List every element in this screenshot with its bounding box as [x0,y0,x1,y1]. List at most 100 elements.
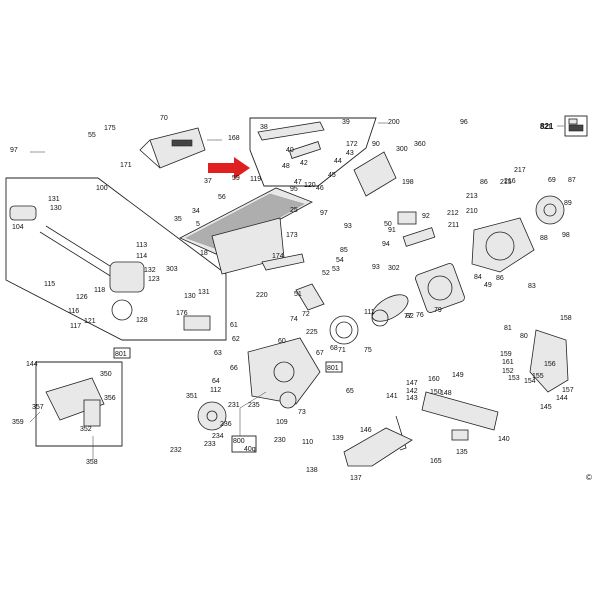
part-number-200: 200 [388,119,400,126]
part-number-359: 359 [12,419,24,426]
part-number-220: 220 [256,292,268,299]
part-number-110: 110 [302,439,313,446]
part-number-75: 75 [364,347,372,354]
part-number-351: 351 [186,393,198,400]
part-number-117: 117 [70,323,81,330]
part-number-5: 5 [196,221,200,228]
part-number-72: 72 [302,311,310,318]
part-number-74: 74 [290,316,298,323]
part-number-111: 111 [364,309,375,316]
part-number-71: 71 [338,347,346,354]
part-number-160: 160 [428,376,440,383]
highlight-arrow [208,157,250,179]
part-number-39: 39 [342,119,350,126]
part-number-70: 70 [160,115,168,122]
part-number-137: 137 [350,475,362,482]
part-number-174: 174 [272,253,284,260]
part-number-89: 89 [564,200,572,207]
part-number-138: 138 [306,467,318,474]
part-number-360: 360 [414,141,426,148]
part-number-233: 233 [204,441,216,448]
part-number-235: 235 [248,402,260,409]
part-number-230: 230 [274,437,286,444]
part-number-73: 73 [298,409,306,416]
part-number-42: 42 [300,160,308,167]
part-number-147: 147 [406,380,418,387]
part-number-171: 171 [120,162,132,169]
part-number-118: 118 [94,287,105,294]
box-100 [5,177,227,341]
part-number-231: 231 [228,402,240,409]
part-number-90: 90 [372,141,380,148]
part-number-114: 114 [136,253,147,260]
part-number-104: 104 [12,224,24,231]
part-number-215: 215 [500,179,512,186]
part-number-225: 225 [306,329,318,336]
sheet-ref-label: 821 [540,122,554,131]
part-number-232: 232 [170,447,182,454]
part-number-120: 120 [304,182,316,189]
part-number-83: 83 [528,283,536,290]
part-number-50: 50 [384,221,392,228]
part-number-76: 76 [416,312,424,319]
part-number-56: 56 [218,194,226,201]
part-number-168: 168 [228,135,240,142]
part-number-98: 98 [562,232,570,239]
part-number-213: 213 [466,193,478,200]
part-number-93: 93 [344,223,352,230]
leader-lines [29,122,388,460]
badge-801-left [113,347,131,359]
part-number-130: 130 [184,293,196,300]
part-number-154: 154 [524,378,536,385]
part-number-140: 140 [498,436,510,443]
part-number-145: 145 [540,404,552,411]
part-number-55: 55 [88,132,96,139]
part-number-130: 130 [50,205,62,212]
part-number-172: 172 [346,141,358,148]
part-number-25: 25 [290,207,298,214]
part-number-175: 175 [104,125,116,132]
part-number-116: 116 [68,308,79,315]
badge-801-right [325,361,343,373]
badge-800-label: 800 [233,438,245,445]
part-number-92: 92 [422,213,430,220]
part-number-300: 300 [396,146,408,153]
part-number-112: 112 [210,387,221,394]
part-number-109: 109 [276,419,288,426]
part-number-121: 121 [84,318,96,325]
part-number-46: 46 [316,185,324,192]
grease-badges: 801 801 800 40g [113,347,343,453]
part-number-216: 216 [504,178,516,185]
part-drawings [9,121,569,467]
part-number-148: 148 [440,390,452,397]
part-number-350: 350 [100,371,112,378]
part-number-100: 100 [96,185,108,192]
part-number-18: 18 [200,250,208,257]
part-number-303: 303 [166,266,178,273]
part-number-211: 211 [448,222,459,229]
part-number-68: 68 [330,345,338,352]
badge-800-sub: 40g [244,446,256,453]
box-350 [35,361,123,447]
assembly-boxes [5,117,377,447]
part-number-302: 302 [388,265,400,272]
part-number-94: 94 [382,241,390,248]
part-number-126: 126 [76,294,88,301]
part-number-131: 131 [48,196,60,203]
part-number-53: 53 [332,266,340,273]
part-number-82: 82 [406,313,414,320]
part-number-153: 153 [508,375,520,382]
part-number-43: 43 [346,150,354,157]
part-number-217: 217 [514,167,526,174]
part-number-358: 358 [86,459,98,466]
part-number-93: 93 [372,264,380,271]
part-number-51: 51 [294,291,302,298]
copyright-mark: © [586,473,592,482]
part-number-141: 141 [386,393,398,400]
part-number-96: 96 [460,119,468,126]
part-number-54: 54 [336,257,344,264]
badge-801-left-label: 801 [115,351,127,358]
part-number-119: 119 [250,176,261,183]
sheet-ref: 821 [540,115,588,137]
